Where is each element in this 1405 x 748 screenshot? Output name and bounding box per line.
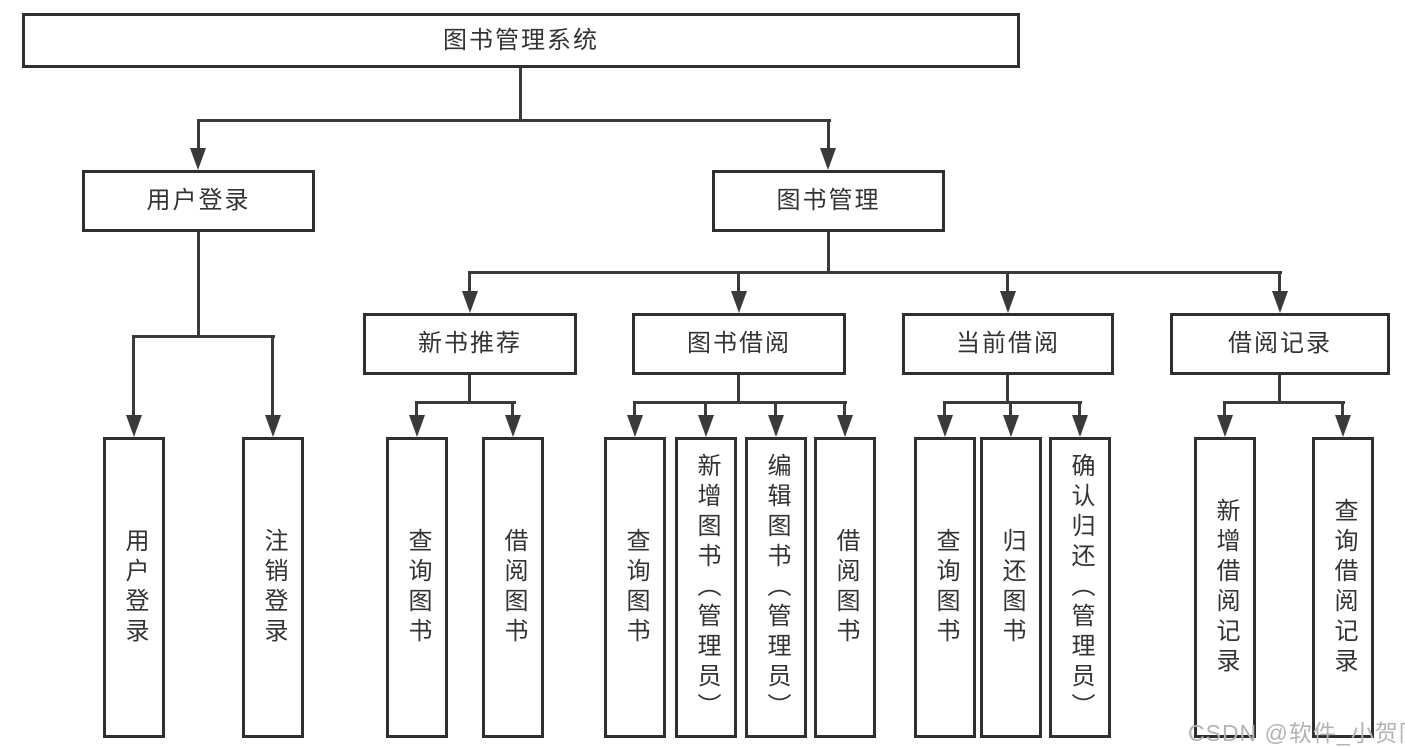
leaf-newrec-query-books: 查询图书 bbox=[386, 437, 448, 738]
connector-book-borrow-stem bbox=[737, 375, 740, 404]
arrow-down-icon bbox=[1272, 291, 1288, 313]
node-borrow-records: 借阅记录 bbox=[1170, 313, 1390, 375]
arrow-down-icon bbox=[768, 415, 784, 437]
arrow-down-icon bbox=[731, 291, 747, 313]
connector-user-login-stem bbox=[197, 232, 200, 338]
connector-to-leaf bbox=[843, 401, 846, 417]
connector-borrow-records-stem bbox=[1278, 375, 1281, 404]
arrow-down-icon bbox=[126, 415, 142, 437]
arrow-down-icon bbox=[820, 148, 836, 170]
connector-to-leaf bbox=[774, 401, 777, 417]
leaf-borrow-edit-books-admin: 编辑图书（管理员） bbox=[745, 437, 807, 738]
node-library-management-system: 图书管理系统 bbox=[22, 13, 1020, 68]
connector-book-borrow-bar bbox=[633, 401, 847, 404]
node-user-login: 用户登录 bbox=[82, 170, 315, 232]
arrow-down-icon bbox=[937, 415, 953, 437]
leaf-records-add-record: 新增借阅记录 bbox=[1194, 437, 1256, 738]
connector-root-bar bbox=[197, 119, 831, 122]
connector-root-stem bbox=[519, 66, 522, 121]
connector-to-leaf bbox=[511, 401, 514, 417]
connector-current-borrow-bar bbox=[943, 401, 1082, 404]
node-book-borrowing: 图书借阅 bbox=[632, 313, 846, 375]
arrow-down-icon bbox=[627, 415, 643, 437]
leaf-records-query-record: 查询借阅记录 bbox=[1312, 437, 1374, 738]
connector-to-borrow-records bbox=[1278, 271, 1281, 293]
arrow-down-icon bbox=[1003, 415, 1019, 437]
connector-user-login-bar bbox=[132, 335, 275, 338]
arrow-down-icon bbox=[1335, 415, 1351, 437]
arrow-down-icon bbox=[1000, 291, 1016, 313]
leaf-current-query-books: 查询图书 bbox=[914, 437, 976, 738]
connector-to-leaf bbox=[1009, 401, 1012, 417]
connector-book-mgmt-stem bbox=[827, 232, 830, 274]
connector-to-new-book bbox=[468, 271, 471, 293]
arrow-down-icon bbox=[505, 415, 521, 437]
connector-borrow-records-bar bbox=[1223, 401, 1345, 404]
connector-book-mgmt-bar bbox=[468, 271, 1282, 274]
watermark: CSDN @软件_小贺同学 bbox=[1188, 720, 1405, 746]
connector-to-current-borrow bbox=[1006, 271, 1009, 293]
arrow-down-icon bbox=[409, 415, 425, 437]
node-book-management: 图书管理 bbox=[712, 170, 945, 232]
leaf-current-return-books: 归还图书 bbox=[980, 437, 1042, 738]
connector-to-leaf bbox=[415, 401, 418, 417]
connector-to-leaf bbox=[1223, 401, 1226, 417]
connector-to-leaf bbox=[633, 401, 636, 417]
connector-to-book-borrow bbox=[737, 271, 740, 293]
arrow-down-icon bbox=[1072, 415, 1088, 437]
leaf-current-confirm-return-admin: 确认归还（管理员） bbox=[1049, 437, 1111, 738]
connector-to-leaf bbox=[704, 401, 707, 417]
node-current-borrowing: 当前借阅 bbox=[902, 313, 1114, 375]
arrow-down-icon bbox=[190, 148, 206, 170]
connector-to-book-mgmt bbox=[827, 119, 830, 151]
connector-to-leaf bbox=[943, 401, 946, 417]
leaf-newrec-borrow-books: 借阅图书 bbox=[482, 437, 544, 738]
arrow-down-icon bbox=[837, 415, 853, 437]
leaf-borrow-query-books: 查询图书 bbox=[604, 437, 666, 738]
connector-current-borrow-stem bbox=[1006, 375, 1009, 404]
arrow-down-icon bbox=[1217, 415, 1233, 437]
leaf-borrow-borrow-books: 借阅图书 bbox=[814, 437, 876, 738]
arrow-down-icon bbox=[462, 291, 478, 313]
connector-new-book-bar bbox=[415, 401, 516, 404]
connector-to-user-login bbox=[197, 119, 200, 151]
connector-new-book-stem bbox=[468, 375, 471, 404]
connector-to-leaf bbox=[1078, 401, 1081, 417]
leaf-borrow-add-books-admin: 新增图书（管理员） bbox=[675, 437, 737, 738]
connector-to-leaf bbox=[271, 335, 274, 417]
arrow-down-icon bbox=[265, 415, 281, 437]
leaf-user-login: 用户登录 bbox=[103, 437, 165, 738]
arrow-down-icon bbox=[698, 415, 714, 437]
connector-to-leaf bbox=[1341, 401, 1344, 417]
connector-to-leaf bbox=[132, 335, 135, 417]
leaf-logout: 注销登录 bbox=[242, 437, 304, 738]
node-new-book-recommend: 新书推荐 bbox=[363, 313, 577, 375]
